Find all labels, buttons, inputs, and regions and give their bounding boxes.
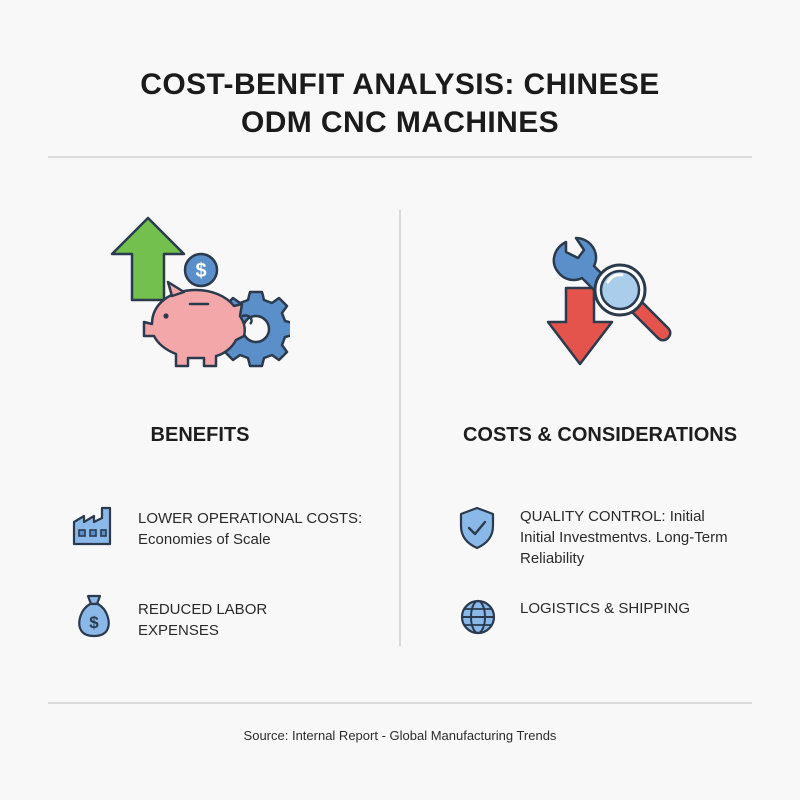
piggy-bank-icon [142,280,253,368]
svg-text:$: $ [89,613,99,632]
benefit-item-1-detail: Economies of Scale [138,531,271,548]
shield-check-icon [458,506,496,555]
cost-item-1: QUALITY CONTROL: Initial Initial Investm… [520,506,780,569]
costs-heading: COSTS & CONSIDERATIONS [462,424,738,446]
benefits-heading: BENEFITS [150,424,250,446]
benefit-item-1-title: LOWER OPERATIONAL COSTS: [138,510,363,527]
benefit-item-2-title: REDUCED LABOR [138,601,268,618]
cost-item-1-title: QUALITY CONTROL: Initial [520,508,705,525]
source-note: Source: Internal Report - Global Manufac… [243,728,557,743]
cost-item-2-title: LOGISTICS & SHIPPING [520,600,691,617]
bottom-divider [48,702,752,704]
title-line-2: ODM CNC MACHINES [240,106,560,139]
cost-item-2: LOGISTICS & SHIPPING [520,598,780,619]
money-bag-icon: $ [76,592,112,643]
column-divider [399,210,401,646]
benefit-item-2-detail: EXPENSES [138,622,219,639]
factory-icon [72,506,118,551]
globe-icon [459,598,497,641]
benefit-item-2: REDUCED LABOR EXPENSES [138,599,388,641]
costs-illustration [540,222,690,372]
dollar-coin-icon: $ [183,252,219,288]
title-line-1: COST-BENFIT ANALYSIS: CHINESE [140,68,660,101]
cost-item-1-detail-2: Reliability [520,550,585,567]
top-divider [48,156,752,158]
benefit-item-1: LOWER OPERATIONAL COSTS: Economies of Sc… [138,508,388,550]
svg-text:$: $ [195,260,206,282]
benefits-illustration: $ [108,212,295,372]
page-title: COST-BENFIT ANALYSIS: CHINESE ODM CNC MA… [0,66,800,142]
green-up-arrow-icon [110,216,186,302]
magnifier-icon [593,263,672,342]
cost-item-1-detail: Initial Investmentvs. Long-Term [520,529,728,546]
